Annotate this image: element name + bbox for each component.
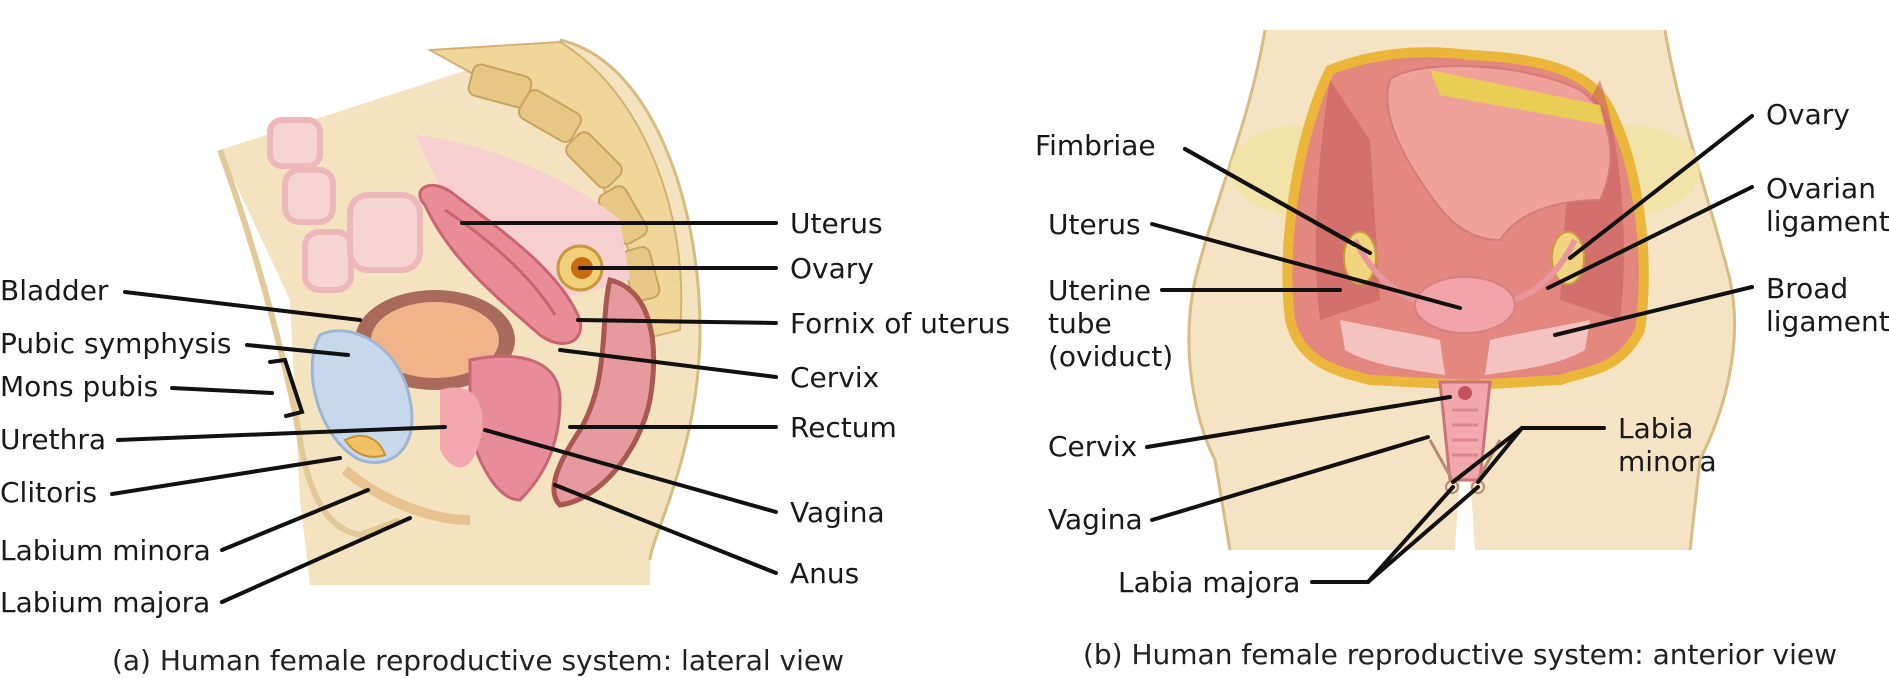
label-urethra: Urethra (0, 423, 106, 456)
anterior-labels: Fimbriae Uterus Uterine tube (oviduct) C… (1035, 98, 1889, 599)
label-ovary-a: Ovary (790, 252, 874, 285)
rectum-shape (551, 276, 657, 508)
label-fimbriae: Fimbriae (1035, 129, 1156, 162)
lateral-illustration (217, 38, 702, 585)
label-clitoris: Clitoris (0, 476, 97, 509)
label-labium-majora: Labium majora (0, 586, 210, 619)
mons-pubis-bracket (268, 357, 305, 418)
vagina-shape (468, 354, 562, 502)
label-ovarian-ligament-line1: Ovarian (1766, 172, 1876, 205)
label-ovarian-ligament-line2: ligament (1766, 205, 1889, 238)
lateral-leader-lines (110, 221, 778, 604)
caption-anterior-view: (b) Human female reproductive system: an… (1083, 638, 1837, 671)
lateral-view-panel: Bladder Pubic symphysis Mons pubis Ureth… (0, 38, 1010, 677)
label-labia-minora-line1: Labia (1618, 412, 1693, 445)
label-broad-ligament-line2: ligament (1766, 305, 1889, 338)
anterior-illustration (1187, 29, 1737, 551)
label-anus: Anus (790, 557, 859, 590)
label-fornix: Fornix of uterus (790, 307, 1010, 340)
clitoris-shape (343, 435, 387, 458)
label-broad-ligament-line1: Broad (1766, 272, 1848, 305)
caption-lateral-view: (a) Human female reproductive system: la… (112, 644, 844, 677)
label-bladder: Bladder (0, 274, 109, 307)
label-mons-pubis: Mons pubis (0, 370, 158, 403)
label-vagina-b: Vagina (1048, 503, 1143, 536)
label-uterus-a: Uterus (790, 207, 883, 240)
front-skin (217, 148, 402, 539)
label-rectum: Rectum (790, 411, 897, 444)
anterior-view-panel: Fimbriae Uterus Uterine tube (oviduct) C… (1035, 29, 1889, 671)
anterior-leader-lines (1145, 114, 1754, 584)
label-cervix-b: Cervix (1048, 430, 1137, 463)
label-labia-minora-line2: minora (1618, 445, 1717, 478)
label-labium-minora: Labium minora (0, 534, 211, 567)
label-uterus-b: Uterus (1048, 208, 1141, 241)
label-cervix-a: Cervix (790, 361, 879, 394)
label-uterine-tube-line1: Uterine (1048, 274, 1151, 307)
label-vagina-a: Vagina (790, 496, 885, 529)
label-uterine-tube-line2: tube (1048, 307, 1112, 340)
label-uterine-tube-line3: (oviduct) (1048, 340, 1173, 373)
label-pubic-symphysis: Pubic symphysis (0, 327, 231, 360)
lateral-labels: Bladder Pubic symphysis Mons pubis Ureth… (0, 207, 1010, 619)
uterus-shape-b (1414, 276, 1516, 334)
label-labia-majora: Labia majora (1118, 566, 1300, 599)
label-ovary-b: Ovary (1766, 98, 1850, 131)
